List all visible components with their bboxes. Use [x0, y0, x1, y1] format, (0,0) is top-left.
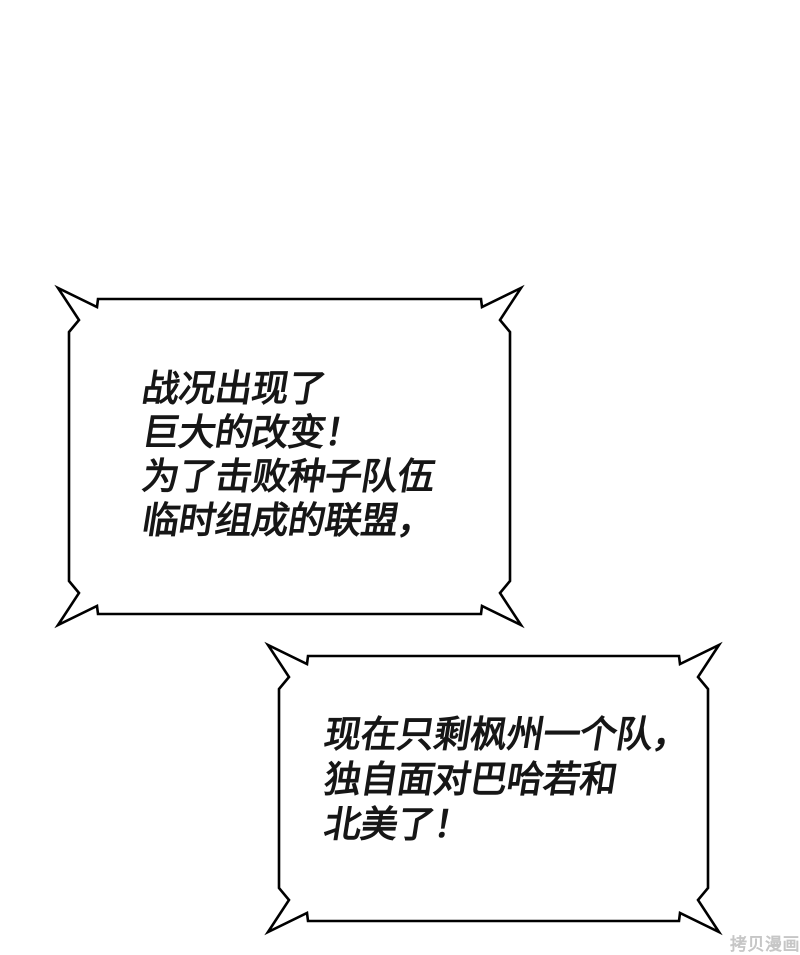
- dialogue-line: 独自面对巴哈若和: [321, 759, 620, 800]
- dialogue-line: 为了击败种子队伍: [139, 456, 438, 497]
- dialogue-line: 战况出现了: [139, 368, 329, 409]
- speech-bubble-2-outline: [264, 641, 723, 936]
- watermark-text: 拷贝漫画: [730, 935, 800, 954]
- dialogue-line: 临时组成的联盟，: [139, 500, 438, 541]
- speech-bubble-1-text: 战况出现了 巨大的改变！ 为了击败种子队伍 临时组成的联盟，: [139, 367, 437, 543]
- speech-bubble-1-outline: [54, 284, 525, 629]
- dialogue-line: 现在只剩枫州一个队，: [321, 714, 693, 755]
- dialogue-line: 巨大的改变！: [139, 412, 365, 453]
- speech-bubble-2-text: 现在只剩枫州一个队， 独自面对巴哈若和 北美了！: [321, 712, 692, 847]
- dialogue-line: 北美了！: [321, 804, 474, 845]
